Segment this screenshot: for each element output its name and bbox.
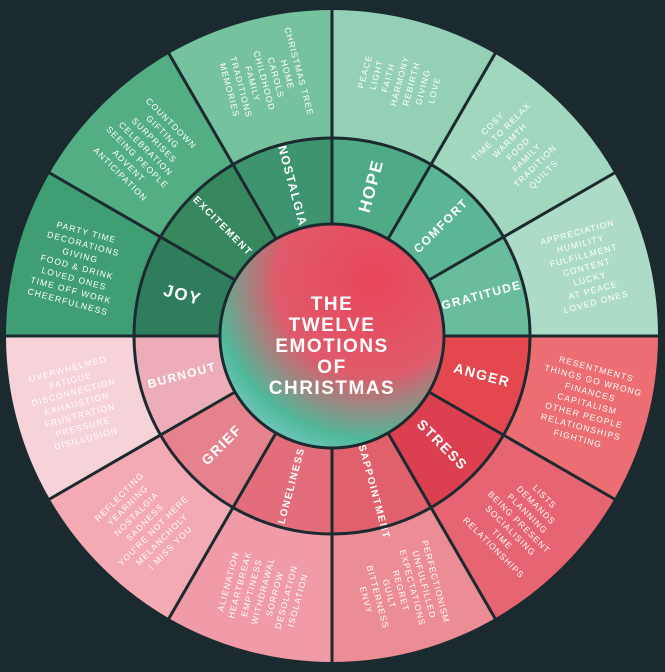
outer-sector-disappointment — [332, 507, 495, 662]
inner-sector-burnout — [134, 336, 236, 435]
inner-sector-excitement — [160, 164, 276, 280]
outer-sector-anger — [503, 336, 658, 499]
sector-divider — [386, 51, 498, 240]
outer-sector-grief — [49, 435, 233, 619]
center-title-line-4: OF — [317, 357, 346, 378]
center-disc: THE TWELVE EMOTIONS OF CHRISTMAS — [218, 222, 446, 450]
inner-sector-loneliness — [233, 432, 332, 534]
inner-ring: HOPECOMFORTGRATITUDEANGERSTRESSDISAPPOIN… — [134, 138, 530, 541]
sector-divider — [386, 432, 498, 621]
inner-sector-gratitude — [428, 237, 530, 336]
outer-ring: PEACELIGHTFAITHHARMONYREBIRTHGIVINGLOVEC… — [6, 10, 658, 662]
sector-divider — [428, 170, 617, 282]
word-list-loneliness: ISOLATIONDESOLATIONSORROWWITHDRAWALEMPTI… — [215, 550, 309, 630]
outer-sector-gratitude — [503, 173, 658, 336]
center-circle — [218, 222, 446, 450]
center-title-line-5: CHRISTMAS — [269, 378, 395, 399]
outer-sector-joy — [6, 173, 161, 336]
center-title-line-2: TWELVE — [289, 315, 376, 336]
inner-sector-hope — [332, 138, 431, 240]
inner-sector-anger — [428, 336, 530, 435]
sector-divider — [166, 432, 278, 621]
outer-sector-burnout — [6, 336, 161, 499]
sector-divider — [428, 390, 617, 502]
center-title-line-3: EMOTIONS — [275, 336, 388, 357]
sector-divider — [47, 390, 236, 502]
outer-sector-loneliness — [169, 507, 332, 662]
outer-sector-comfort — [431, 53, 615, 237]
outer-sector-hope — [332, 10, 495, 165]
ring-separator — [132, 136, 532, 536]
center-title-line-1: THE — [311, 294, 354, 315]
inner-sector-comfort — [388, 164, 504, 280]
inner-sector-grief — [160, 392, 276, 508]
outer-sector-nostalgia — [169, 10, 332, 165]
outer-sector-excitement — [49, 53, 233, 237]
sector-divider — [166, 51, 278, 240]
word-list-nostalgia: MEMORIESTRADITIONSFAMILYCHILDHOODCAROLSH… — [218, 26, 316, 119]
sector-divider — [47, 170, 236, 282]
outer-sector-stress — [431, 435, 615, 619]
inner-sector-nostalgia — [233, 138, 332, 240]
dividers — [4, 8, 660, 664]
inner-sector-disappointment — [332, 432, 431, 534]
inner-sector-stress — [388, 392, 504, 508]
inner-sector-joy — [134, 237, 236, 336]
